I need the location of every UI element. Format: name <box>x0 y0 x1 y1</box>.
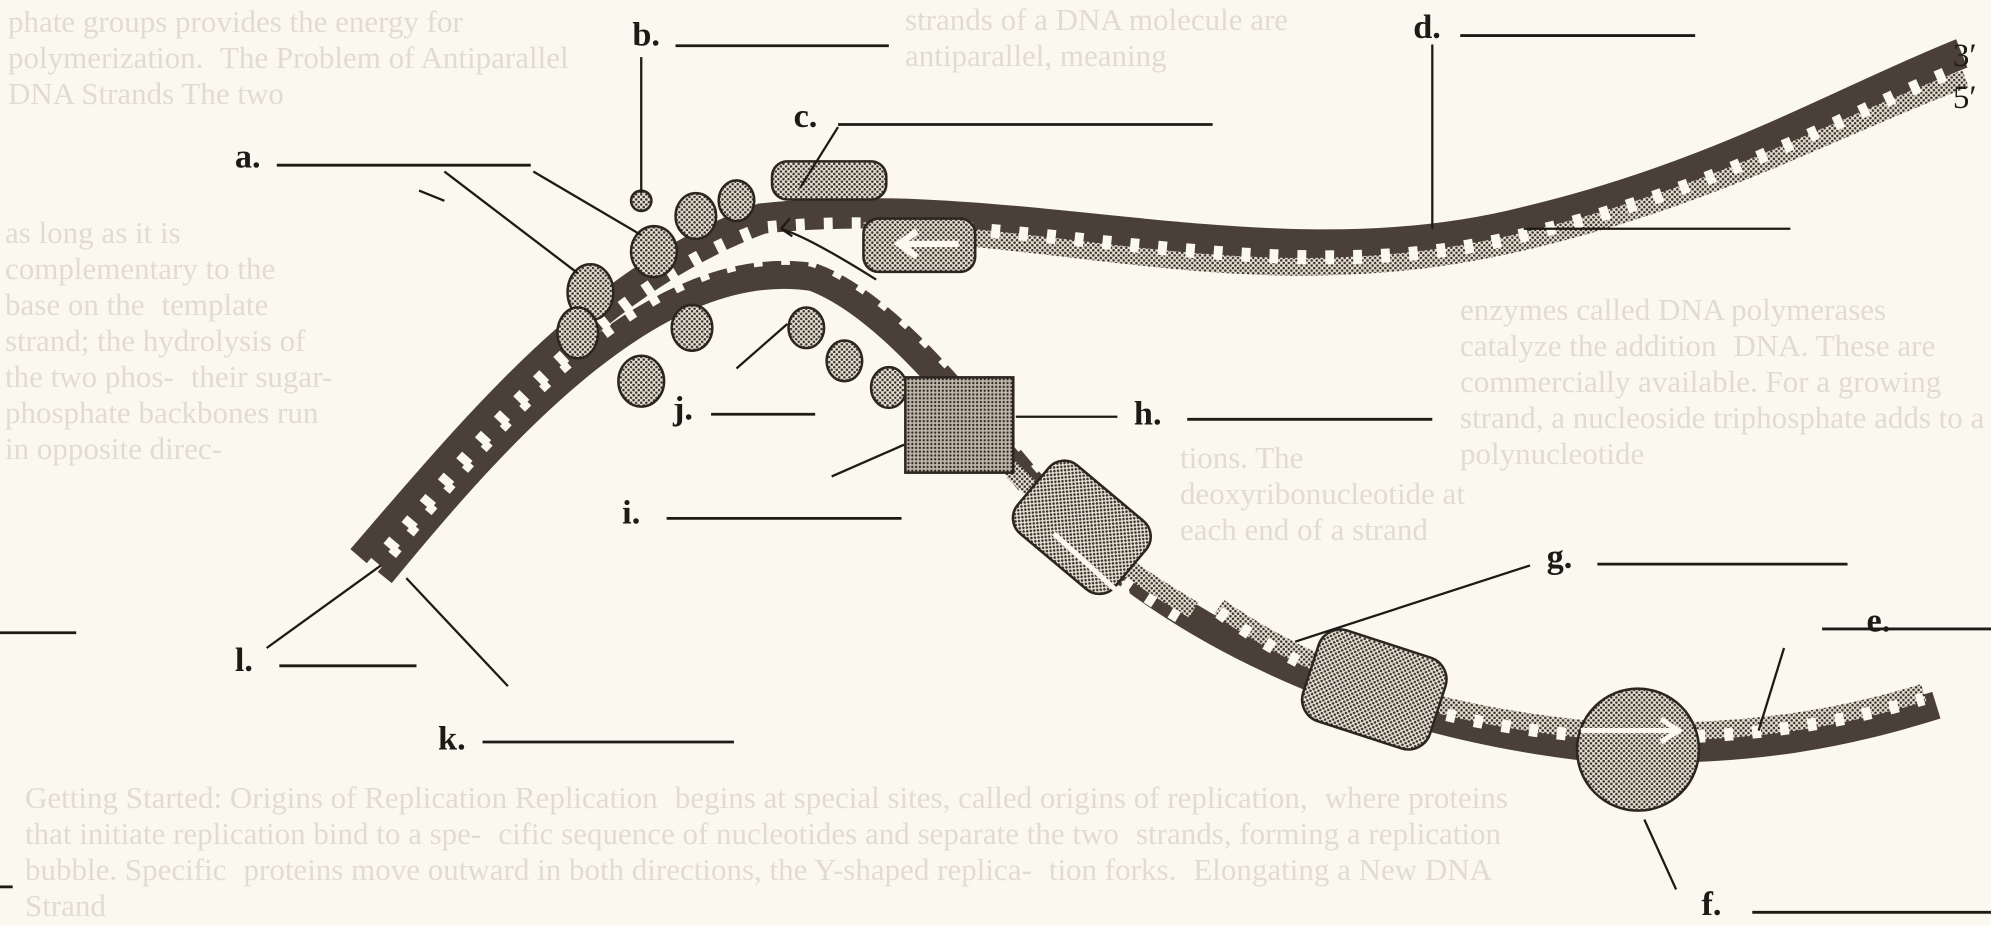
bg-line: cific sequence of nucleotides and separa… <box>498 816 1119 851</box>
bg-line: strands, forming a replication bubble. S… <box>25 816 1501 887</box>
bg-line: as long as it is complementary to the ba… <box>5 215 276 322</box>
background-text-top-middle: strands of a DNA molecule are antiparall… <box>905 2 1395 74</box>
helicase-subunit <box>629 224 679 279</box>
label-c: c. <box>794 97 818 135</box>
arrow-right-icon <box>1580 717 1684 745</box>
dna-polymerase-lagging <box>1011 459 1153 596</box>
helicase-subunit <box>674 191 718 241</box>
bg-line: tion forks. <box>1048 852 1177 887</box>
bg-line: The Problem of Antiparallel DNA Strands … <box>8 40 569 111</box>
background-text-top-left: phate groups provides the energy for pol… <box>8 4 608 112</box>
bg-line: enzymes called DNA polymerases catalyze … <box>1460 292 1887 363</box>
background-text-left: as long as it is complementary to the ba… <box>5 215 335 467</box>
bg-line: template strand; the hydrolysis of the t… <box>5 287 306 394</box>
label-h: h. <box>1134 394 1162 432</box>
proteins <box>556 160 1701 812</box>
bg-line: strands of a DNA molecule are antiparall… <box>905 2 1289 73</box>
ssb-protein <box>556 306 600 360</box>
ssb-protein <box>787 306 826 350</box>
bg-line: proteins move outward in both directions… <box>243 852 1032 887</box>
bg-line: DNA. These are commercially available. F… <box>1460 328 1942 399</box>
dna-ligase-f <box>1575 687 1701 812</box>
label-e: e. <box>1867 601 1891 639</box>
arrow-right-icon <box>1052 531 1134 608</box>
primer-h <box>904 376 1015 474</box>
label-5prime: 5′ <box>1953 80 1977 116</box>
ssb-protein <box>617 354 666 408</box>
background-text-bottom: Getting Started: Origins of Replication … <box>25 780 1560 924</box>
bg-line: Elongating a New DNA Strand <box>25 852 1491 923</box>
primase-c <box>770 160 888 201</box>
bg-line: Getting Started: Origins of Replication … <box>25 780 658 815</box>
topoisomerase-b <box>629 189 653 213</box>
label-b: b. <box>632 16 660 54</box>
leader-lines <box>265 44 1791 890</box>
background-text-right: enzymes called DNA polymerases catalyze … <box>1460 292 1985 472</box>
answer-labels: a. b. c. d. 3′ 5′ e. f. g. h. i. j. k. l… <box>0 8 1991 923</box>
direction-arrow <box>780 217 877 281</box>
label-g: g. <box>1547 538 1573 576</box>
bg-line: begins at special sites, called origins … <box>674 780 1308 815</box>
label-i: i. <box>622 493 640 531</box>
label-f: f. <box>1701 885 1721 923</box>
ssb-protein <box>670 303 714 352</box>
label-a: a. <box>235 138 261 176</box>
label-j: j. <box>672 389 693 427</box>
bg-line: strand, a nucleoside triphosphate adds t… <box>1460 400 1985 471</box>
label-3prime: 3′ <box>1953 38 1977 74</box>
bg-line: where proteins that initiate replication… <box>25 780 1508 851</box>
bg-line: their sugar-phosphate backbones run in o… <box>5 359 333 466</box>
ssb-protein <box>869 365 908 410</box>
label-l: l. <box>235 641 253 679</box>
dna-polymerase-g <box>1300 628 1448 751</box>
arrow-left-icon <box>893 228 959 260</box>
leading-strand-duplex <box>350 39 1969 574</box>
helicase-subunit <box>717 179 756 223</box>
label-k: k. <box>438 720 466 758</box>
ssb-protein <box>825 339 864 383</box>
bg-line: phate groups provides the energy for pol… <box>8 4 463 75</box>
background-text-middle-right: tions. The deoxyribonucleotide at each e… <box>1180 440 1520 548</box>
label-d: d. <box>1413 8 1441 46</box>
bg-line: tions. The deoxyribonucleotide at each e… <box>1180 440 1465 547</box>
